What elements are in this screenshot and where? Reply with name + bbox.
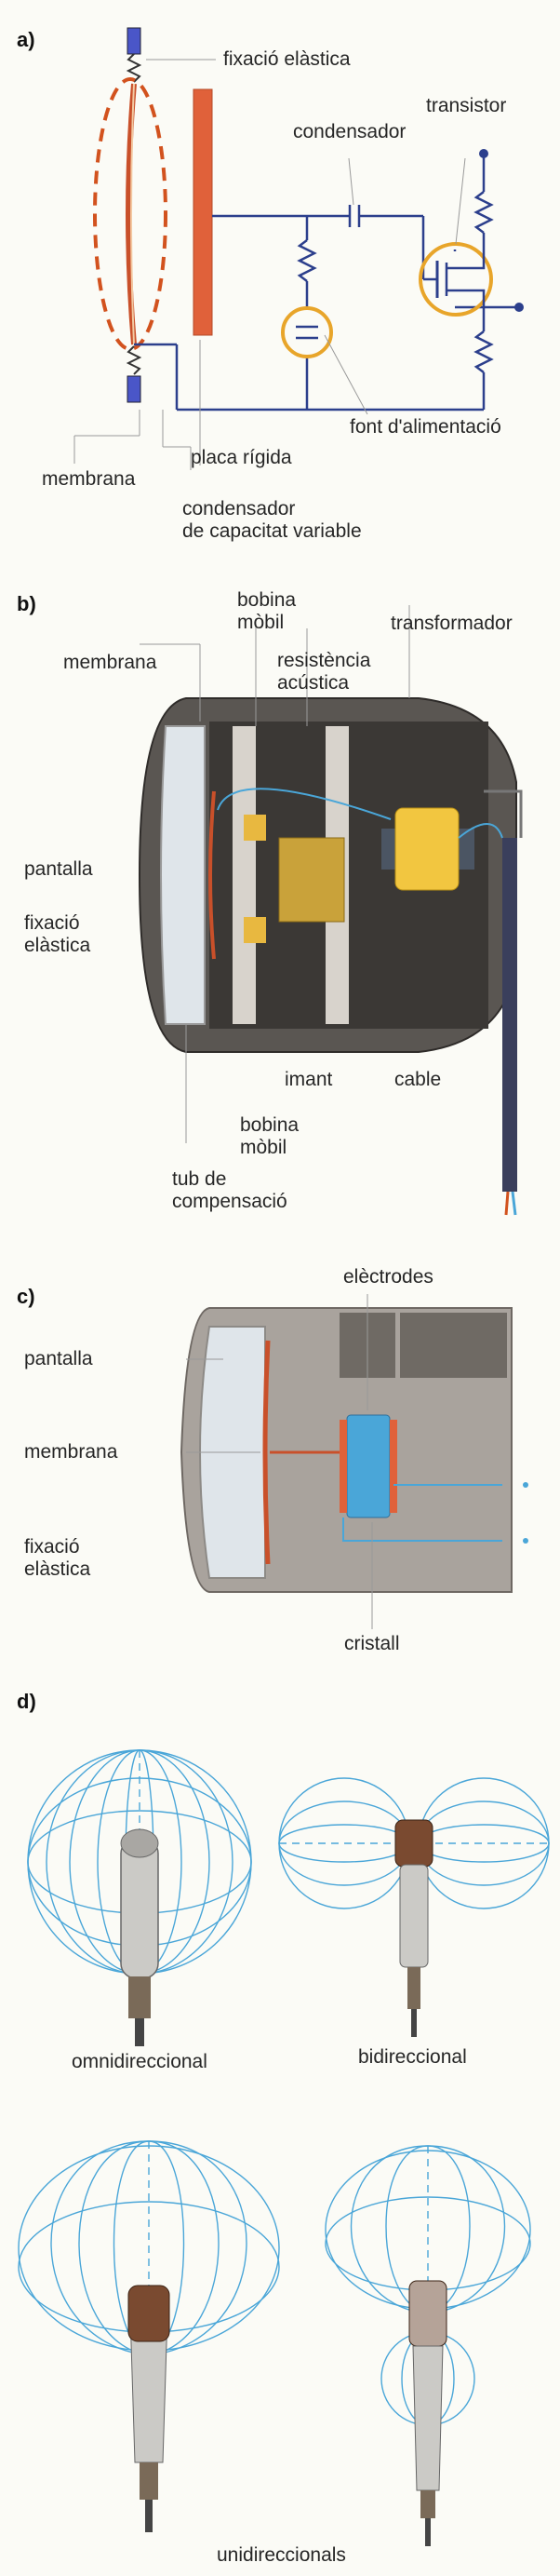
bidirectional-mic — [394, 1819, 433, 2037]
membrane-shape — [126, 83, 137, 345]
front-screen — [160, 725, 206, 1025]
panel-a-condenser-mic: a) fixació elàstica transistor condensad… — [0, 0, 560, 568]
label-omnidireccional: omnidireccional — [72, 2051, 207, 2072]
label-bobina-bot-1: bobina — [240, 1114, 300, 1136]
label-unidireccionals: unidireccionals — [217, 2544, 346, 2566]
bottom-spring — [126, 345, 142, 375]
membrane — [208, 790, 216, 960]
label-cristall: cristall — [344, 1633, 400, 1654]
label-transformador: transformador — [391, 613, 513, 634]
electrode-left — [340, 1420, 347, 1513]
unidirectional-mic-left — [127, 2285, 170, 2532]
electrode-right — [390, 1420, 397, 1513]
label-condensador-variable-2: de capacitat variable — [182, 520, 362, 542]
panel-d-polar-patterns: d) omnidireccional bidireccional unidire… — [0, 1671, 560, 2576]
label-resistencia-2: acústica — [277, 672, 350, 694]
label-fixacio-c-2: elàstica — [24, 1558, 91, 1580]
label-pantalla-c: pantalla — [24, 1348, 93, 1369]
label-bobina-top-1: bobina — [237, 589, 297, 611]
rigid-plate — [193, 88, 213, 336]
section-label-a: a) — [17, 28, 35, 51]
dynamic-mic-diagram — [138, 605, 523, 1216]
cable — [502, 838, 517, 1192]
label-electrodes: elèctrodes — [343, 1266, 433, 1288]
label-condensador: condensador — [293, 121, 407, 142]
label-bobina-bot-2: mòbil — [240, 1137, 287, 1158]
terminal-right — [514, 303, 524, 312]
label-fixacio-b-2: elàstica — [24, 935, 91, 956]
power-supply-symbol — [281, 306, 333, 358]
crystal-mic-diagram — [180, 1294, 528, 1629]
unidirectional-mic-right — [408, 2280, 447, 2546]
label-membrana-b: membrana — [63, 652, 157, 673]
label-placa-rigida: placa rígida — [191, 447, 292, 468]
coil-upper — [244, 815, 266, 841]
transformer-coil — [394, 807, 460, 891]
condenser-circuit-diagram — [73, 27, 524, 470]
label-bobina-top-2: mòbil — [237, 612, 285, 633]
label-membrana-c: membrana — [24, 1441, 118, 1463]
magnet — [278, 837, 345, 923]
bottom-clamp — [127, 375, 141, 403]
label-membrana: membrana — [42, 468, 136, 490]
label-cable: cable — [394, 1069, 442, 1090]
label-fixacio-b-1: fixació — [24, 912, 80, 934]
section-label-c: c) — [17, 1285, 35, 1308]
omni-mic — [120, 1828, 159, 2046]
label-condensador-variable-1: condensador — [182, 498, 296, 519]
membrane-highlight — [130, 83, 135, 345]
label-transistor: transistor — [426, 95, 507, 116]
label-pantalla-b: pantalla — [24, 858, 93, 880]
label-imant: imant — [285, 1069, 333, 1090]
coil-lower — [244, 917, 266, 943]
label-fixacio-elastica: fixació elàstica — [223, 48, 351, 70]
label-bidireccional: bidireccional — [358, 2046, 467, 2068]
label-tub-2: compensació — [172, 1191, 287, 1212]
top-clamp — [127, 27, 141, 55]
label-fixacio-c-1: fixació — [24, 1536, 80, 1558]
section-label-b: b) — [17, 592, 36, 615]
section-label-d: d) — [17, 1690, 36, 1713]
polar-patterns-diagram — [18, 1749, 550, 2546]
panel-c-crystal-mic: c) elèctrodes pantalla membrana fixació … — [0, 1238, 560, 1685]
terminal-top — [479, 149, 488, 158]
membrane — [262, 1340, 271, 1565]
crystal — [346, 1414, 391, 1518]
label-tub-1: tub de — [172, 1168, 227, 1190]
vibration-envelope — [93, 77, 167, 351]
panel-b-dynamic-mic: b) bobina mòbil transformador membrana r… — [0, 559, 560, 1238]
label-resistencia-1: resistència — [277, 650, 371, 671]
top-spring — [126, 53, 142, 83]
label-font-alimentacio: font d'alimentació — [350, 416, 501, 438]
